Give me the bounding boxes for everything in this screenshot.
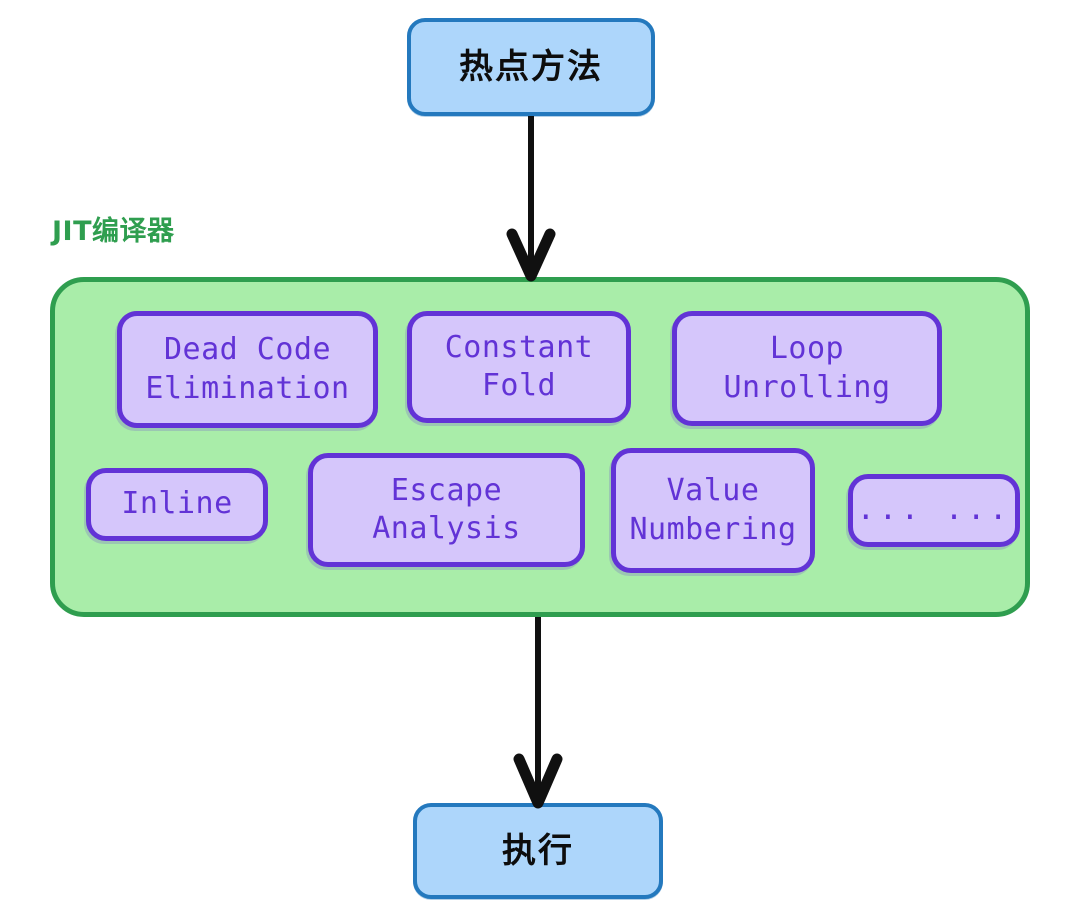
node-escape-analysis[interactable]: Escape Analysis bbox=[308, 453, 585, 567]
node-value-numbering-label: Value Numbering bbox=[629, 473, 797, 547]
node-ellipsis-label: ... ... bbox=[856, 492, 1012, 528]
node-inline-label: Inline bbox=[121, 486, 233, 522]
node-loop-unrolling[interactable]: Loop Unrolling bbox=[672, 311, 942, 426]
node-dead-code-elimination-label: Dead Code Elimination bbox=[145, 332, 350, 406]
node-value-numbering[interactable]: Value Numbering bbox=[611, 448, 815, 573]
node-execute[interactable]: 执行 bbox=[413, 803, 663, 899]
arrow-hot-method-to-jit bbox=[506, 116, 556, 282]
node-hot-method[interactable]: 热点方法 bbox=[407, 18, 655, 116]
node-execute-label: 执行 bbox=[502, 830, 574, 871]
node-loop-unrolling-label: Loop Unrolling bbox=[723, 331, 891, 405]
node-escape-analysis-label: Escape Analysis bbox=[372, 472, 521, 546]
node-dead-code-elimination[interactable]: Dead Code Elimination bbox=[117, 311, 378, 428]
arrow-jit-to-execute bbox=[513, 617, 563, 809]
node-inline[interactable]: Inline bbox=[86, 468, 268, 541]
node-constant-fold[interactable]: Constant Fold bbox=[407, 311, 631, 423]
node-hot-method-label: 热点方法 bbox=[459, 46, 603, 87]
panel-label-jit-compiler: JIT编译器 bbox=[52, 216, 175, 247]
node-ellipsis[interactable]: ... ... bbox=[848, 474, 1020, 547]
node-constant-fold-label: Constant Fold bbox=[444, 329, 594, 403]
